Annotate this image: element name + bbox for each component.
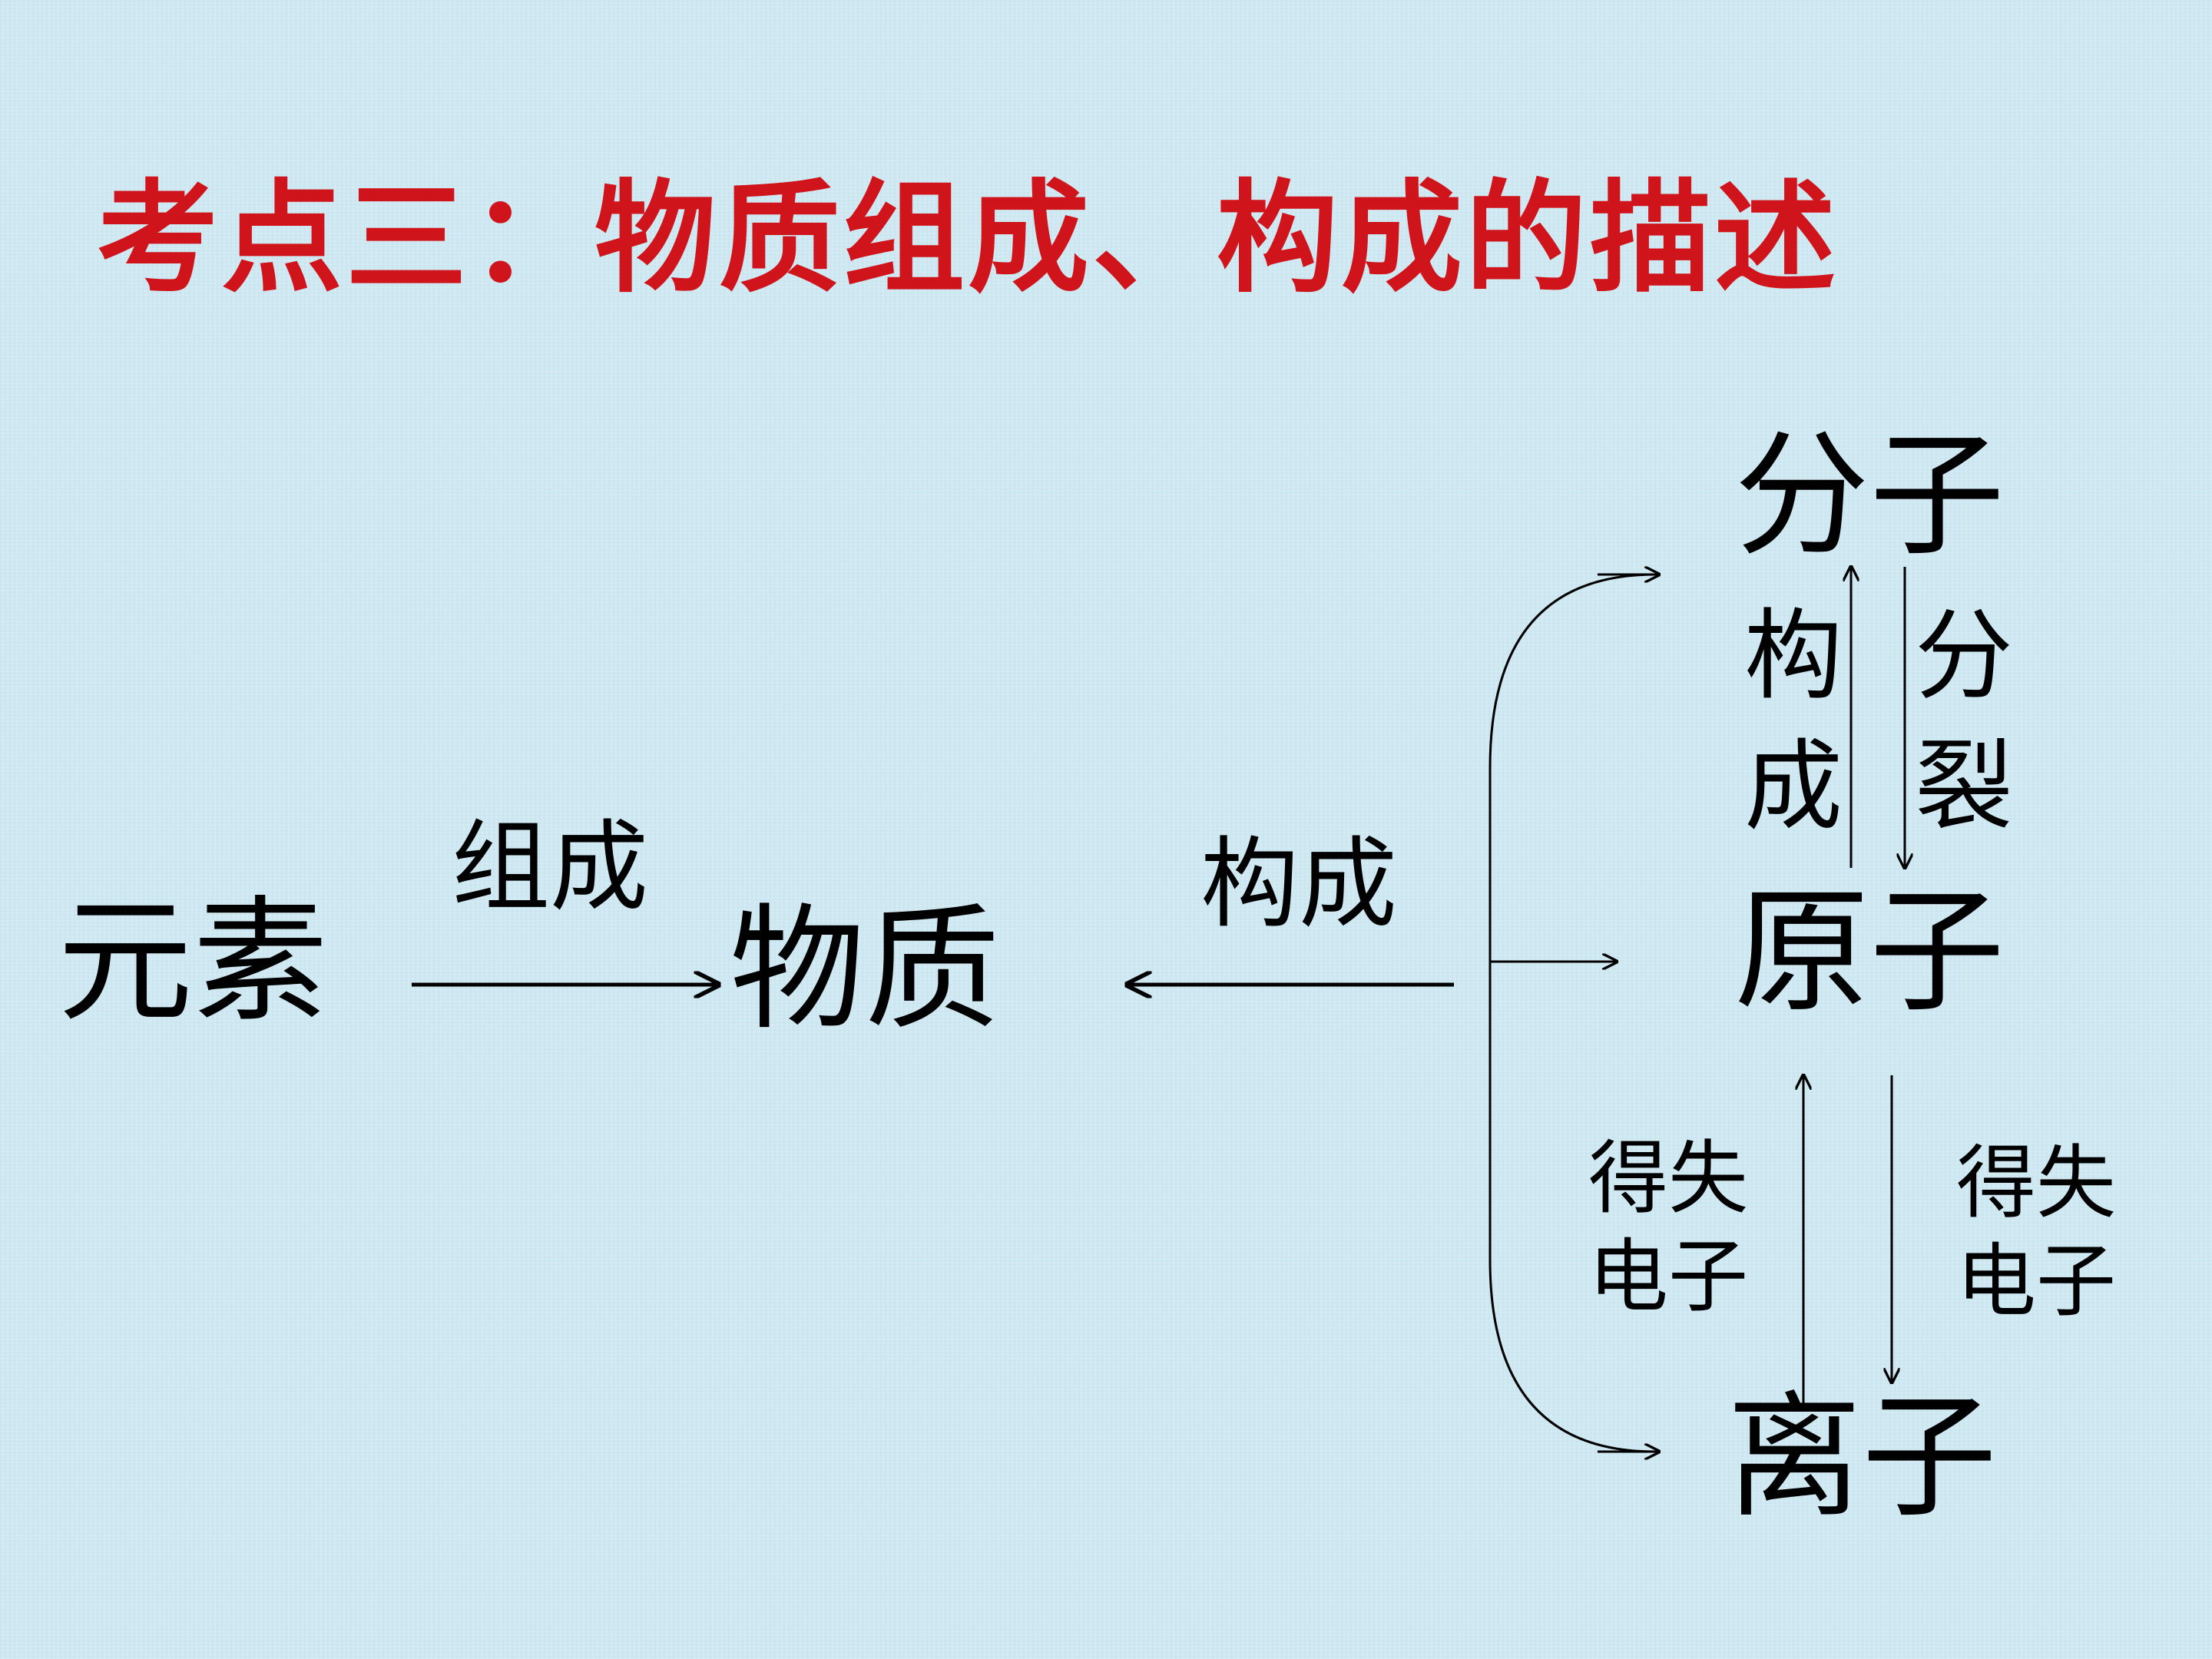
label-molecule-split: 分 裂 (1910, 591, 2018, 853)
label-atom-to-molecule-2: 成 (1743, 730, 1843, 844)
label-ion-left-1: 得失 (1588, 1131, 1749, 1225)
label-molecule-split-2: 裂 (1914, 730, 2013, 844)
node-ion: 离子 (1727, 1379, 1998, 1536)
label-compose: 组成 (452, 810, 649, 925)
node-atom: 原子 (1734, 873, 2005, 1031)
label-ion-right: 得失 电子 (1956, 1134, 2125, 1330)
label-ion-left: 得失 电子 (1588, 1129, 1757, 1326)
label-ion-right-2: 电子 (1956, 1234, 2117, 1328)
label-ion-left-2: 电子 (1588, 1230, 1749, 1323)
node-substance: 物质 (730, 891, 1001, 1048)
label-atom-to-molecule-1: 构 (1743, 599, 1843, 714)
label-atom-to-molecule: 构 成 (1740, 591, 1847, 853)
node-element: 元素 (58, 883, 329, 1041)
page-title: 考点三：物质组成、构成的描述 (97, 168, 1839, 310)
node-molecule: 分子 (1734, 417, 2005, 575)
bracket (1488, 573, 1656, 1453)
label-constitute: 构成 (1200, 827, 1398, 942)
label-ion-right-1: 得失 (1956, 1136, 2117, 1230)
label-molecule-split-1: 分 (1914, 599, 2013, 714)
